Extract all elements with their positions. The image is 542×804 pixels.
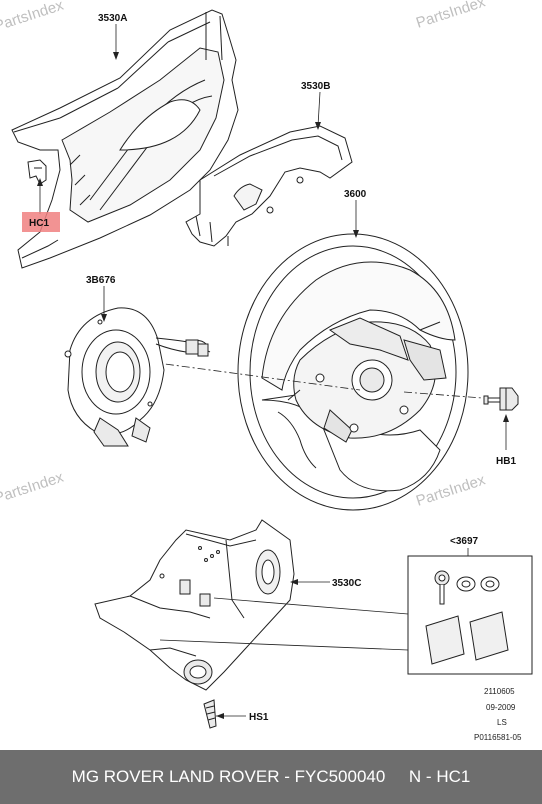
watermark-top-right: PartsIndex xyxy=(414,0,488,32)
arrowheads xyxy=(37,52,509,719)
label-3600[interactable]: 3600 xyxy=(344,189,367,200)
parts-diagram: PartsIndex PartsIndex PartsIndex PartsIn… xyxy=(0,0,533,742)
label-3530A[interactable]: 3530A xyxy=(98,13,127,24)
ref-line-3: LS xyxy=(497,718,507,727)
label-3530C[interactable]: 3530C xyxy=(332,578,361,589)
label-3B676[interactable]: 3B676 xyxy=(86,275,116,286)
hc1-highlight xyxy=(22,212,60,232)
kit-leader-1 xyxy=(213,597,409,615)
label-HC1[interactable]: HC1 xyxy=(29,218,49,229)
assembly-line-3B676 xyxy=(149,361,361,391)
part-3697-kit xyxy=(407,555,533,675)
label-HB1[interactable]: HB1 xyxy=(496,456,516,467)
ref-line-2: 09-2009 xyxy=(486,703,516,712)
part-3530A-drawing xyxy=(11,9,239,269)
label-3530B[interactable]: 3530B xyxy=(301,81,330,92)
part-3600-drawing xyxy=(237,233,469,511)
ref-line-1: 2110605 xyxy=(484,687,515,696)
assembly-line-HB1 xyxy=(403,391,483,399)
kit-leader-2 xyxy=(159,639,409,651)
part-3530C-drawing xyxy=(94,519,295,691)
watermark-top-left: PartsIndex xyxy=(0,0,66,35)
label-HS1[interactable]: HS1 xyxy=(249,712,269,723)
part-HB1-drawing xyxy=(483,387,519,411)
part-3B676-drawing xyxy=(64,307,211,447)
part-3530B-drawing xyxy=(185,125,353,247)
footer-text: MG ROVER LAND ROVER - FYC500040 N - HC1 xyxy=(71,767,471,786)
footer-bar: MG ROVER LAND ROVER - FYC500040 N - HC1 xyxy=(0,750,542,804)
ref-line-4: P0116581-05 xyxy=(474,733,522,742)
label-3697[interactable]: <3697 xyxy=(450,536,479,547)
watermark-mid-left: PartsIndex xyxy=(0,469,66,507)
part-HS1-drawing xyxy=(203,699,217,729)
